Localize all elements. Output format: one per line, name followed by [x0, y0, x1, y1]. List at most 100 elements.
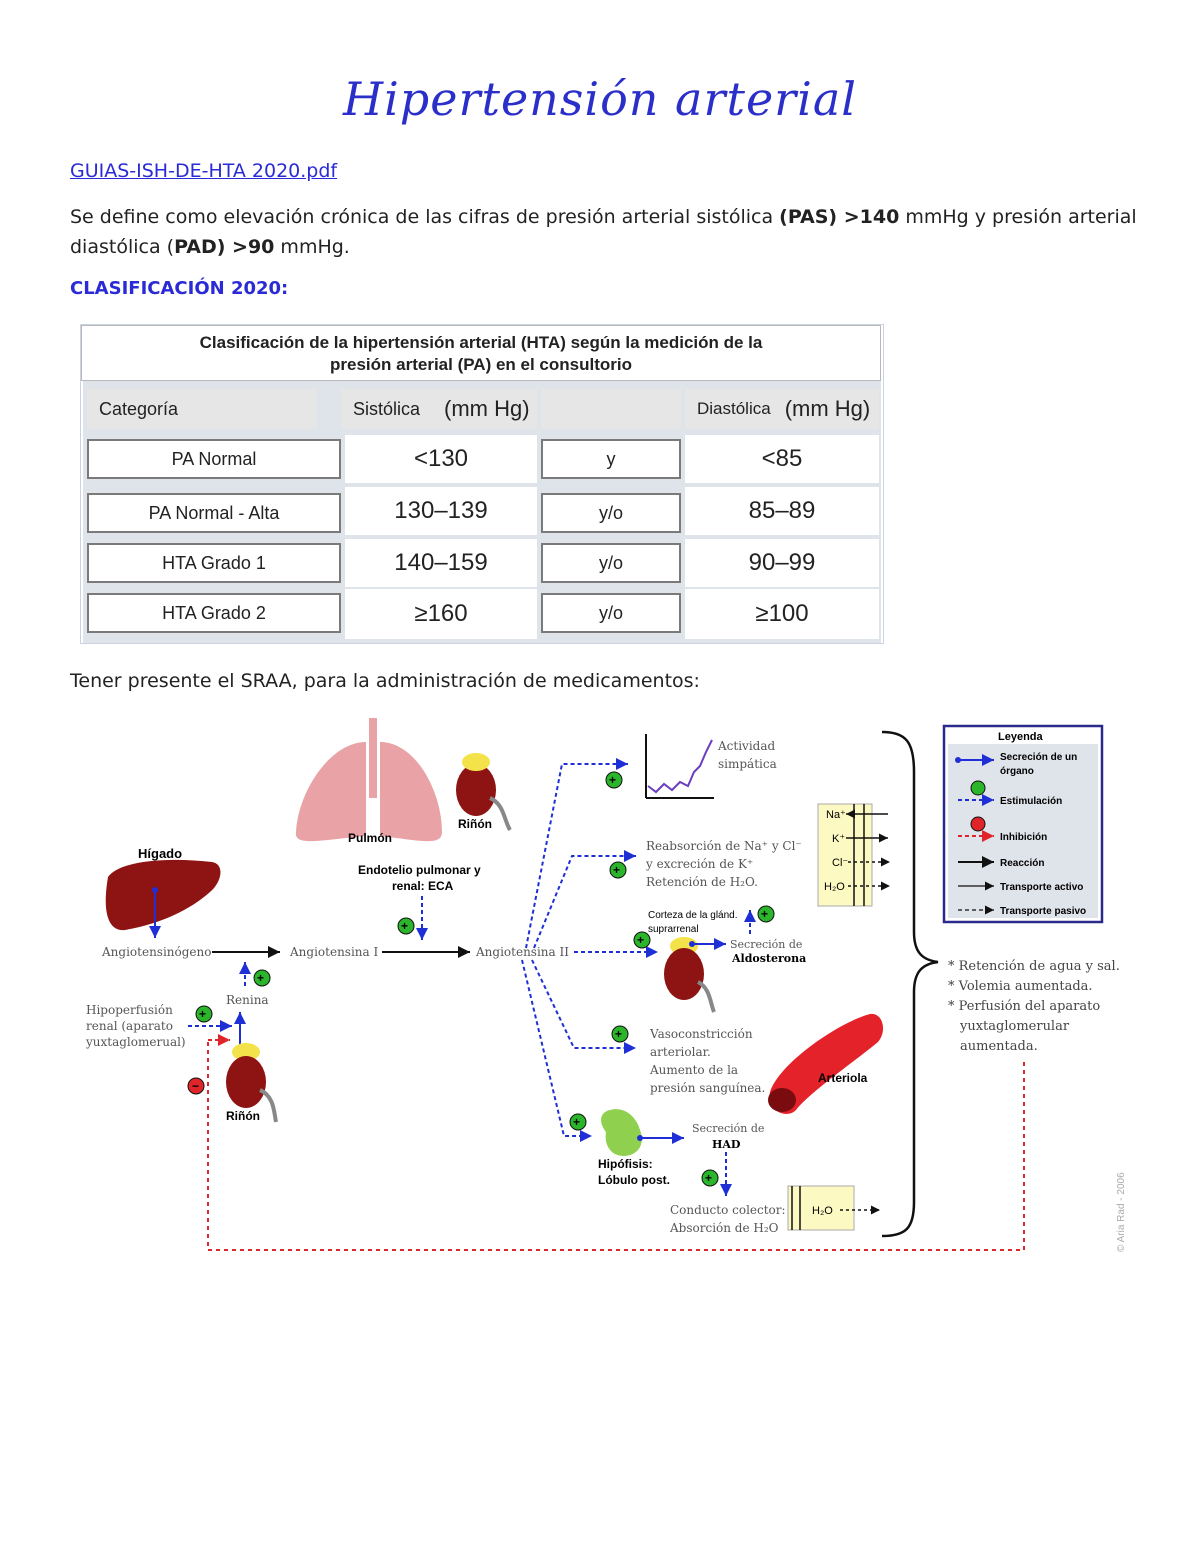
header-systolic-label: Sistólica: [353, 398, 421, 419]
row-1-systolic: <130: [345, 435, 537, 483]
header-category: Categoría: [87, 389, 317, 429]
page-title: Hipertensión arterial: [342, 72, 858, 126]
legend-item-2: Estimulación: [1000, 796, 1062, 807]
label-angiotensina-2: Angiotensina II: [475, 945, 569, 959]
table-caption-line-1: Clasificación de la hipertensión arteria…: [199, 333, 763, 352]
label-renina: Renina: [226, 993, 269, 1007]
kidney-right-icon: [664, 948, 704, 1000]
label-angiotensina-1: Angiotensina I: [289, 945, 378, 959]
copyright: © Aria Rad - 2006: [1116, 1172, 1127, 1252]
row-4-category: HTA Grado 2: [87, 593, 341, 633]
adrenal-bottom-icon: [232, 1043, 260, 1061]
table-caption-line-2: presión arterial (PA) en el consultorio: [330, 355, 632, 374]
trachea-icon: [369, 718, 377, 798]
table-grid: Categoría Sistólica (mm Hg) Diastólica(mm…: [83, 381, 881, 643]
ion-k: K⁺: [832, 833, 845, 845]
row-3-systolic: 140–159: [345, 539, 537, 587]
definition-pas: (PAS) >140: [779, 206, 900, 228]
minus-inhibition-icon: [187, 1077, 205, 1095]
legend-title: Leyenda: [998, 731, 1044, 743]
row-4-diastolic: ≥100: [685, 589, 879, 639]
legend-item-3: Inhibición: [1000, 832, 1047, 843]
plus-hipoperfusion-icon: [195, 1005, 213, 1023]
header-category-label: Categoría: [99, 398, 179, 419]
label-secrecion-de: Secreción de: [730, 938, 802, 951]
definition-paragraph: Se define como elevación crónica de las …: [70, 202, 1140, 262]
row-2-diastolic: 85–89: [685, 487, 879, 535]
label-effect-5: aumentada.: [960, 1039, 1038, 1054]
label-vaso-1: Vasoconstricción: [649, 1027, 753, 1041]
row-3-diastolic: 90–99: [685, 539, 879, 587]
ion-cl: Cl⁻: [832, 857, 848, 869]
label-effect-3: * Perfusión del aparato: [948, 999, 1100, 1014]
row-3-category: HTA Grado 1: [87, 543, 341, 583]
row-2-conj: y/o: [541, 493, 681, 533]
legend-item-1b: órgano: [1000, 766, 1034, 777]
label-arteriola: Arteriola: [818, 1071, 868, 1085]
label-effect-1: * Retención de agua y sal.: [948, 959, 1120, 974]
label-rinon-top: Riñón: [458, 817, 492, 831]
label-actividad-2: simpática: [718, 757, 777, 771]
ureter-top-icon: [489, 796, 512, 832]
header-systolic-unit: (mm Hg): [444, 396, 530, 421]
header-diastolic: Diastólica(mm Hg): [685, 389, 879, 429]
label-angiotensinogeno: Angiotensinógeno: [101, 945, 211, 959]
row-1-diastolic: <85: [685, 435, 879, 483]
label-reabsorcion-3: Retención de H₂O.: [646, 875, 758, 889]
row-4-systolic: ≥160: [345, 589, 537, 639]
label-endotelio-1: Endotelio pulmonar y: [358, 863, 481, 877]
plus-corteza-sign: +: [761, 907, 768, 921]
pituitary-icon: [601, 1109, 642, 1156]
legend-plus-icon: [970, 780, 986, 796]
plus-actividad-sign: +: [609, 773, 616, 787]
definition-text-3: mmHg.: [274, 236, 350, 258]
label-conducto-2: Absorción de H₂O: [669, 1221, 779, 1235]
feedback-loop-line: [207, 1040, 1025, 1251]
row-1-category: PA Normal: [87, 439, 341, 479]
lung-right-icon: [380, 742, 442, 842]
plus-reabsorcion-icon: [609, 861, 627, 879]
kidney-top-icon: [456, 764, 496, 816]
had-secretion-dot: [637, 1135, 643, 1141]
definition-text-1: Se define como elevación crónica de las …: [70, 206, 780, 228]
arteriole-lumen: [768, 1088, 796, 1112]
legend-item-6: Transporte pasivo: [1000, 906, 1086, 917]
label-conducto-1: Conducto colector:: [670, 1203, 786, 1217]
label-corteza-1: Corteza de la glánd.: [648, 910, 738, 921]
plus-renina-icon: [253, 969, 271, 987]
label-endotelio-2: renal: ECA: [392, 879, 454, 893]
plus-had-icon: [701, 1169, 719, 1187]
activity-line: [647, 739, 713, 794]
h2o-transport-box: [787, 1185, 855, 1231]
label-hipoperfusion-3: yuxtaglomerual): [85, 1035, 186, 1049]
kidney-bottom-icon: [226, 1056, 266, 1108]
legend-item-5: Transporte activo: [1000, 882, 1083, 893]
label-higado: Hígado: [138, 846, 182, 861]
sraa-diagram: Hígado Angiotensinógeno Angiotensina I A…: [85, 718, 1127, 1252]
ion-h2o: H₂O: [824, 881, 845, 893]
guide-pdf-link[interactable]: GUIAS-ISH-DE-HTA 2020.pdf: [70, 160, 338, 182]
label-corteza-2: suprarrenal: [648, 924, 699, 935]
branch-reabsorcion: [533, 850, 636, 949]
lung-left-icon: [295, 742, 366, 842]
branch-hipofisis: [521, 959, 592, 1142]
plus-corteza-icon: [757, 905, 775, 923]
plus-vaso-icon: [611, 1025, 629, 1043]
label-hipoperfusion-2: renal (aparato: [86, 1019, 173, 1033]
ureter-bottom-icon: [259, 1088, 278, 1123]
header-diastolic-unit: (mm Hg): [784, 396, 871, 421]
legend-inner: [948, 744, 1098, 918]
header-empty: [541, 389, 681, 429]
plus-hipofisis-icon: [569, 1113, 587, 1131]
ureter-right-icon: [696, 980, 716, 1013]
label-hipofisis-2: Lóbulo post.: [598, 1173, 670, 1187]
label-rinon-bottom: Riñón: [226, 1109, 260, 1123]
row-3-conj: y/o: [541, 543, 681, 583]
plus-aldosterona-sign: +: [637, 933, 644, 947]
definition-text-2: mmHg y presión arterial diastólica (: [70, 206, 1137, 258]
legend-minus-icon: [970, 816, 986, 832]
label-hipoperfusion-1: Hipoperfusión: [86, 1003, 173, 1017]
plus-eca-sign: +: [401, 919, 408, 933]
label-reabsorcion-1: Reabsorción de Na⁺ y Cl⁻: [646, 839, 802, 853]
label-secrecion-de-2: Secreción de: [692, 1122, 764, 1135]
